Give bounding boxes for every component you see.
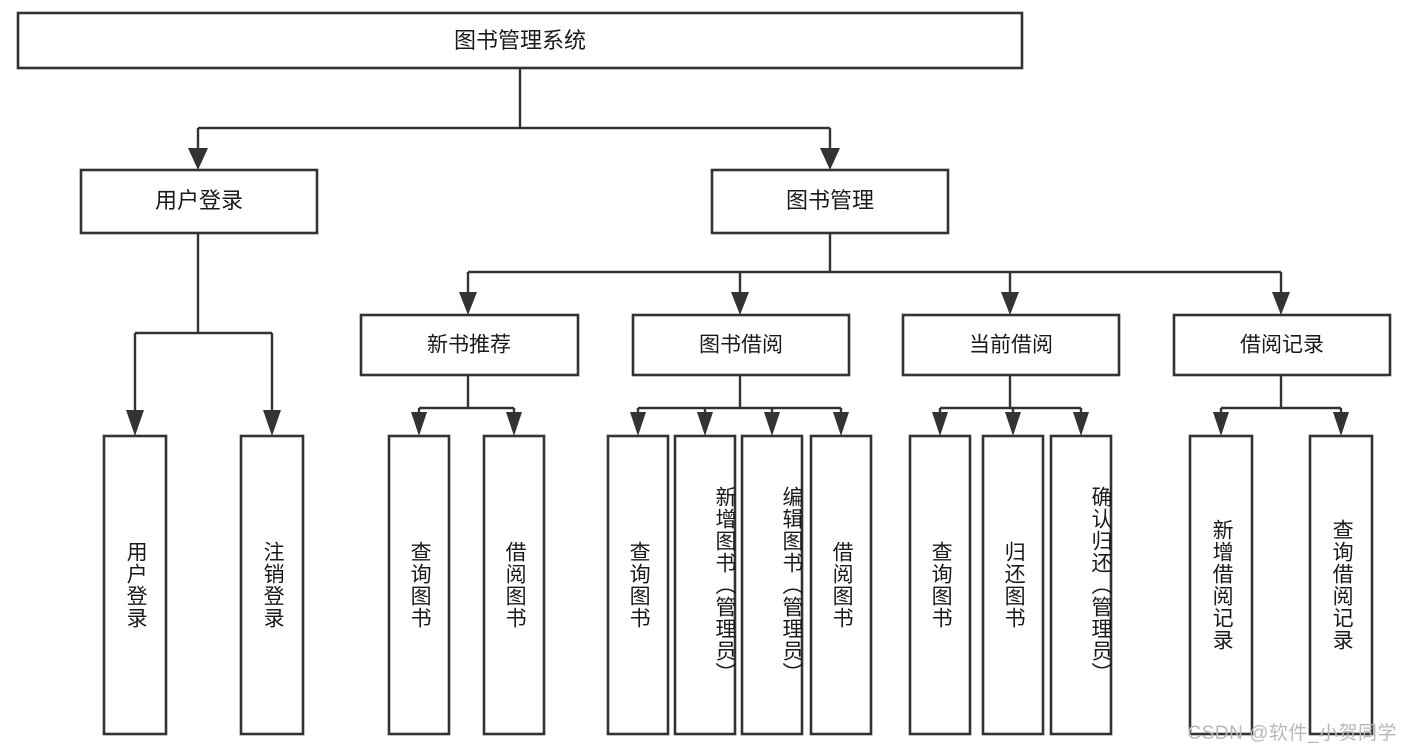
node-borrow-record-box xyxy=(1172,313,1392,377)
connector-group-book-management xyxy=(459,233,1290,315)
arrow-head-leaf-user-login xyxy=(126,410,144,436)
node-book-borrow-box xyxy=(631,313,851,377)
arrow-head-leaf-confirm-return-admin xyxy=(1073,412,1089,436)
node-borrow-record-label: 借阅记录 xyxy=(1240,334,1324,357)
arrow-head-current-borrow xyxy=(1001,292,1019,315)
arrow-head-leaf-query-book-current xyxy=(932,412,948,436)
node-book-management-label: 图书管理 xyxy=(786,188,874,213)
connector-group-user-login xyxy=(126,233,281,436)
arrow-head-user-login xyxy=(188,148,208,170)
leaf-edit-book-admin-box[interactable] xyxy=(740,434,804,736)
node-book-management[interactable]: 图书管理 xyxy=(710,168,950,235)
node-user-login[interactable]: 用户登录 xyxy=(79,168,319,235)
connector-group-root xyxy=(188,68,840,170)
node-new-book-recommend-label: 新书推荐 xyxy=(427,334,511,357)
arrow-head-leaf-user-logout xyxy=(263,410,281,436)
node-current-borrow-label: 当前借阅 xyxy=(969,334,1053,357)
node-current-borrow-box xyxy=(901,313,1121,377)
connector-group-current-borrow xyxy=(932,375,1089,436)
connector-group-book-borrow xyxy=(630,375,849,436)
watermark-text: CSDN @软件_小贺同学 xyxy=(1187,723,1397,744)
leaf-boxes xyxy=(102,434,1374,736)
connector-group-borrow-record xyxy=(1213,375,1349,436)
arrow-head-leaf-add-book-admin xyxy=(697,412,713,436)
leaf-user-logout-box[interactable] xyxy=(239,434,305,736)
arrow-head-book-borrow xyxy=(731,292,749,315)
node-book-borrow-label: 图书借阅 xyxy=(699,334,783,357)
arrow-head-leaf-query-book-recommend xyxy=(411,412,427,436)
leaf-query-book-recommend-box[interactable] xyxy=(387,434,451,736)
leaf-borrow-book-recommend-box[interactable] xyxy=(482,434,546,736)
arrow-head-leaf-add-borrow-record xyxy=(1213,412,1229,436)
leaf-confirm-return-admin-box[interactable] xyxy=(1049,434,1113,736)
connector-group-new-book-recommend xyxy=(411,375,522,436)
arrow-head-book-management xyxy=(820,148,840,170)
leaf-add-book-admin-box[interactable] xyxy=(673,434,737,736)
leaf-user-login-box[interactable] xyxy=(102,434,168,736)
arrow-head-leaf-query-book-borrow xyxy=(630,412,646,436)
arrow-head-borrow-record xyxy=(1272,292,1290,315)
arrow-head-leaf-edit-book-admin xyxy=(764,412,780,436)
arrow-head-leaf-borrow-book-recommend xyxy=(506,412,522,436)
node-root[interactable]: 图书管理系统 xyxy=(16,11,1024,70)
leaf-add-borrow-record-box[interactable] xyxy=(1188,434,1254,736)
node-current-borrow[interactable]: 当前借阅 xyxy=(901,313,1121,377)
leaf-query-book-borrow-box[interactable] xyxy=(606,434,670,736)
arrow-head-new-book-recommend xyxy=(459,292,477,315)
node-borrow-record[interactable]: 借阅记录 xyxy=(1172,313,1392,377)
arrow-head-leaf-return-book xyxy=(1005,412,1021,436)
arrow-head-leaf-borrow-book xyxy=(833,412,849,436)
leaf-query-book-current-box[interactable] xyxy=(908,434,972,736)
node-root-box xyxy=(16,11,1024,70)
node-user-login-box xyxy=(79,168,319,235)
node-user-login-label: 用户登录 xyxy=(155,188,243,213)
node-new-book-recommend-box xyxy=(359,313,580,377)
leaf-borrow-book-box[interactable] xyxy=(809,434,873,736)
node-book-borrow[interactable]: 图书借阅 xyxy=(631,313,851,377)
arrow-head-leaf-query-borrow-record xyxy=(1333,412,1349,436)
leaf-return-book-box[interactable] xyxy=(981,434,1045,736)
leaf-query-borrow-record-box[interactable] xyxy=(1308,434,1374,736)
node-book-management-box xyxy=(710,168,950,235)
node-root-label: 图书管理系统 xyxy=(454,28,586,53)
node-new-book-recommend[interactable]: 新书推荐 xyxy=(359,313,580,377)
